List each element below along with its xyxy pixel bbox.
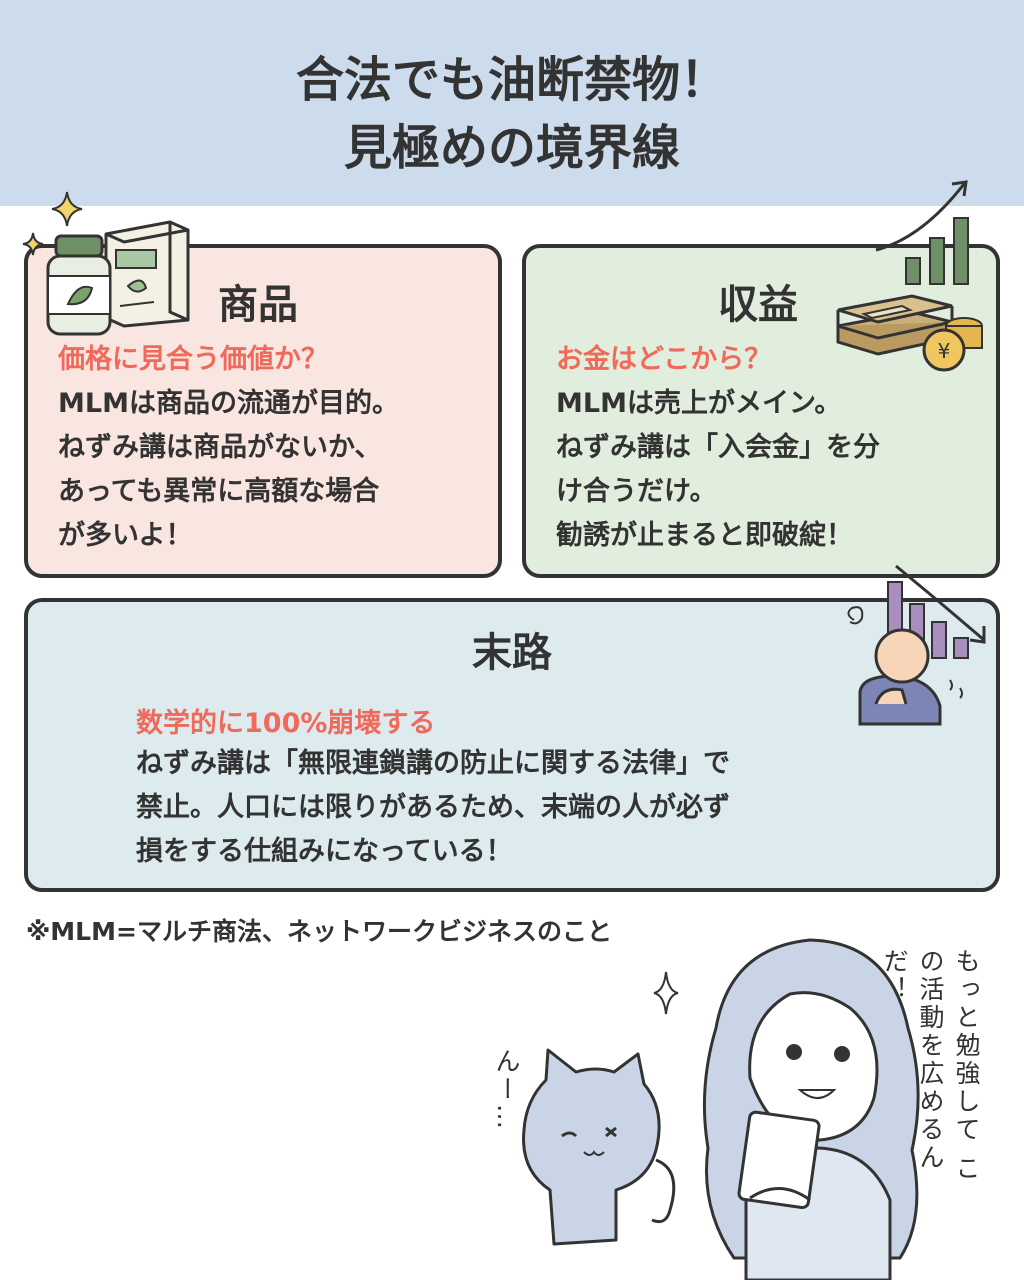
card-question-revenue: お金はどこから？ <box>556 344 772 375</box>
body-line: ねずみ講は「無限連鎖講の防止に関する法律」で <box>136 748 730 779</box>
sparkle-icon <box>51 191 83 227</box>
money-stack-icon <box>836 294 954 356</box>
footnote: ※MLM=マルチ商法、ネットワークビジネスのこと <box>26 917 612 946</box>
girl-speech: もっと勉強して この活動を広めるんだ！ <box>880 948 981 1183</box>
body-line: 禁止。人口には限りがあるため、末端の人が必ず <box>136 792 730 823</box>
card-body-outcome: ねずみ講は「無限連鎖講の防止に関する法律」で 禁止。人口には限りがあるため、末端… <box>136 742 730 874</box>
cat-speech: んー… <box>492 1048 521 1132</box>
rising-chart-icon <box>875 180 969 285</box>
title-line-2: 見極めの境界線 <box>343 120 680 176</box>
sparkle-icon <box>653 971 679 1015</box>
body-line: ねずみ講は商品がないか、 <box>58 432 382 463</box>
dizzy-icon <box>847 606 864 625</box>
card-body-products: MLMは商品の流通が目的。 ねずみ講は商品がないか、 あっても異常に高額な場合 … <box>58 382 399 558</box>
header-banner <box>0 0 1024 206</box>
cat-illustration <box>522 1048 676 1246</box>
card-body-revenue: MLMは売上がメイン。 ねずみ講は「入会金」を分 け合うだけ。 勧誘が止まると即… <box>556 382 880 558</box>
worried-person-icon <box>847 606 963 726</box>
card-heading-products: 商品 <box>218 282 298 328</box>
body-line: け合うだけ。 <box>556 476 717 507</box>
girl-illustration <box>702 938 920 1280</box>
card-outcome: 末路 数学的に100%崩壊する ねずみ講は「無限連鎖講の防止に関する法律」で 禁… <box>24 598 1000 892</box>
card-question-products: 価格に見合う価値か？ <box>58 344 328 375</box>
svg-text:¥: ¥ <box>938 339 951 363</box>
body-line: 損をする仕組みになっている！ <box>136 836 513 867</box>
card-question-outcome: 数学的に100%崩壊する <box>136 708 436 739</box>
title-line-1: 合法でも油断禁物！ <box>295 52 728 108</box>
yen-coin-icon: ¥ <box>922 317 983 372</box>
card-heading-outcome: 末路 <box>472 630 552 676</box>
supplement-box-icon <box>104 220 190 328</box>
body-line: が多いよ！ <box>58 520 193 551</box>
body-line: ねずみ講は「入会金」を分 <box>556 432 880 463</box>
supplement-bottle-icon <box>46 234 112 336</box>
body-line: MLMは商品の流通が目的。 <box>58 388 399 419</box>
sparkle-icon <box>22 232 44 256</box>
page-title: 合法でも油断禁物！ 見極めの境界線 <box>0 46 1024 182</box>
body-line: MLMは売上がメイン。 <box>556 388 842 419</box>
card-heading-revenue: 収益 <box>718 282 798 328</box>
body-line: 勧誘が止まると即破綻！ <box>556 520 853 551</box>
body-line: あっても異常に高額な場合 <box>58 476 380 507</box>
